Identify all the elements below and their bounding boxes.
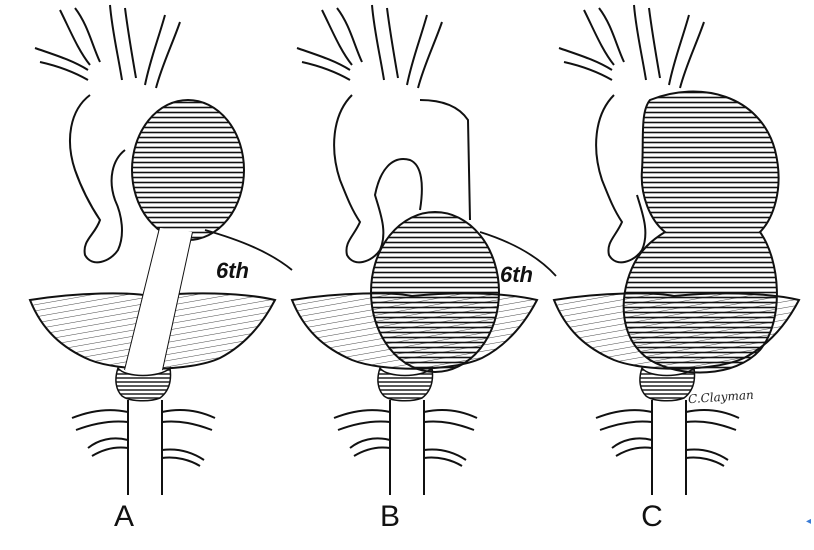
panel-a-rib-label: 6th (216, 258, 249, 283)
panel-c-drawing (553, 4, 800, 496)
panel-a-label: A (113, 500, 134, 533)
panel-b-drawing (291, 4, 557, 496)
nav-marker-icon[interactable]: ◂ (806, 516, 812, 527)
panel-b-label: B (379, 500, 400, 533)
panel-b-rib-label: 6th (500, 262, 533, 287)
panel-a-drawing (29, 4, 293, 496)
panel-c-label: C (641, 500, 663, 533)
